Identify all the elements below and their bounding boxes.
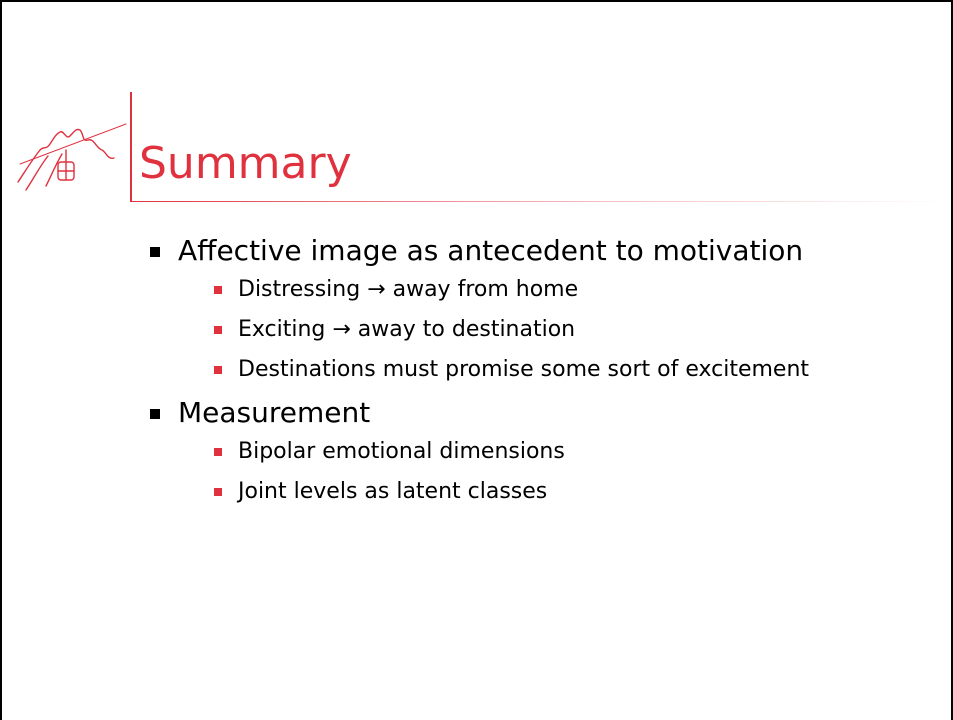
sub-bullet-list: Distressing → away from home Exciting → … — [178, 274, 940, 386]
bullet-item: Affective image as antecedent to motivat… — [150, 232, 940, 386]
square-bullet-icon — [214, 448, 222, 456]
title-underline — [130, 201, 948, 202]
sub-bullet-item: Joint levels as latent classes — [214, 476, 940, 508]
sub-bullet-text: Bipolar emotional dimensions — [238, 439, 565, 464]
sub-bullet-item: Distressing → away from home — [214, 274, 940, 306]
slide-title: Summary — [139, 138, 352, 189]
mountain-gondola-logo — [17, 123, 127, 191]
sub-bullet-text: Exciting → away to destination — [238, 317, 576, 342]
square-bullet-icon — [214, 286, 222, 294]
sub-bullet-item: Destinations must promise some sort of e… — [214, 354, 940, 386]
square-bullet-icon — [214, 488, 222, 496]
sub-bullet-list: Bipolar emotional dimensions Joint level… — [178, 436, 940, 508]
sub-bullet-item: Exciting → away to destination — [214, 314, 940, 346]
square-bullet-icon — [214, 366, 222, 374]
square-bullet-icon — [150, 409, 160, 419]
sub-bullet-text: Joint levels as latent classes — [238, 479, 548, 504]
bullet-item: Measurement Bipolar emotional dimensions… — [150, 394, 940, 508]
bullet-list: Affective image as antecedent to motivat… — [150, 232, 940, 516]
bullet-text: Affective image as antecedent to motivat… — [178, 234, 804, 267]
sub-bullet-text: Destinations must promise some sort of e… — [238, 357, 810, 382]
sub-bullet-item: Bipolar emotional dimensions — [214, 436, 940, 468]
square-bullet-icon — [214, 326, 222, 334]
square-bullet-icon — [150, 247, 160, 257]
bullet-text: Measurement — [178, 396, 371, 429]
sub-bullet-text: Distressing → away from home — [238, 277, 579, 302]
title-accent-bar — [130, 92, 132, 202]
